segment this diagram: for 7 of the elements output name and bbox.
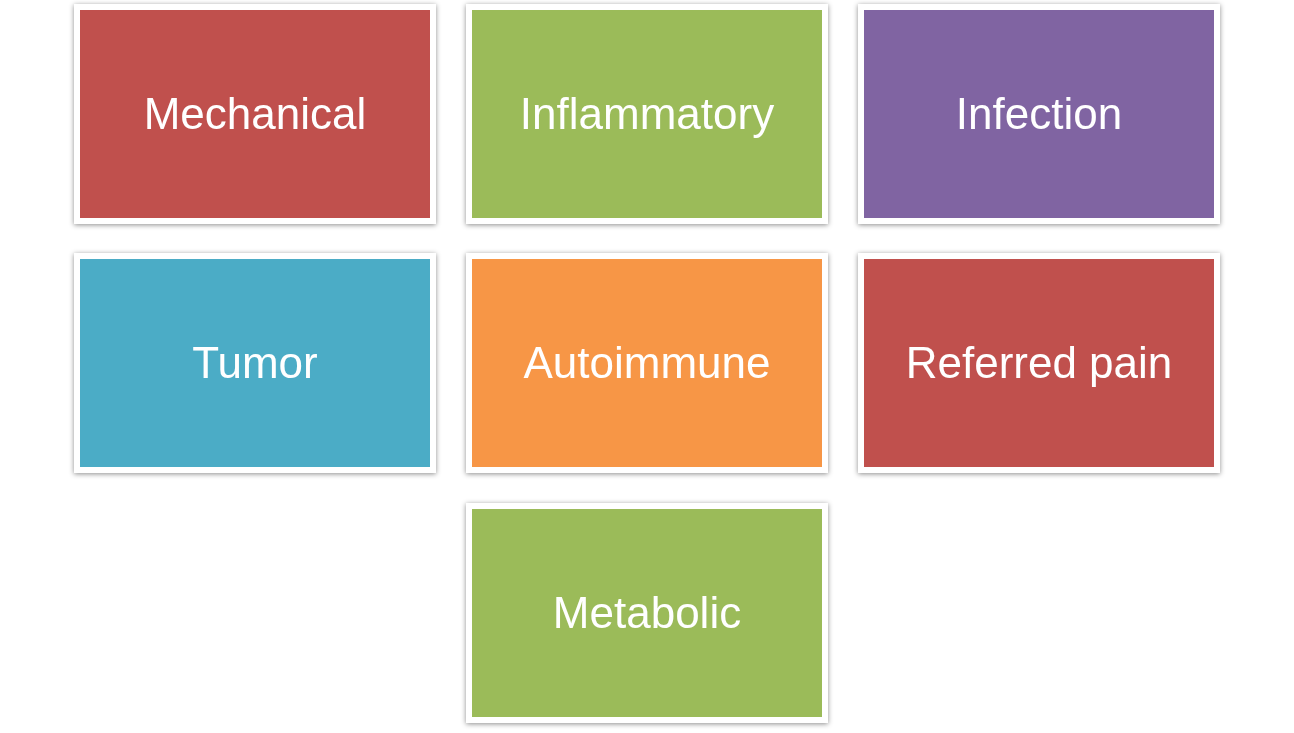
- category-label: Tumor: [192, 338, 318, 388]
- category-label: Mechanical: [143, 89, 367, 139]
- category-label: Metabolic: [552, 588, 742, 638]
- category-label: Inflammatory: [519, 89, 775, 139]
- category-label: Referred pain: [905, 338, 1173, 388]
- category-label: Autoimmune: [523, 338, 771, 388]
- category-label: Infection: [955, 89, 1123, 139]
